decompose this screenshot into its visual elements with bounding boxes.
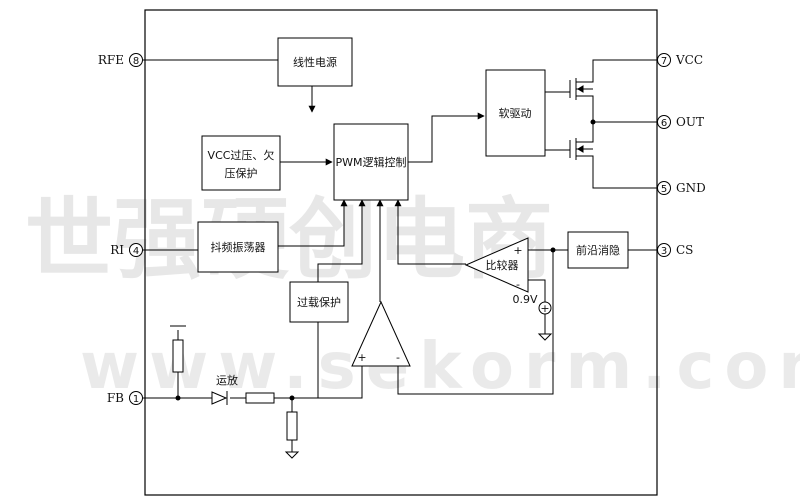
ground-symbol bbox=[284, 451, 300, 459]
junction-dot bbox=[289, 395, 295, 401]
pin-rfe-label: RFE bbox=[98, 53, 124, 67]
junction-dot bbox=[550, 247, 556, 253]
pin-rfe-number: 8 bbox=[133, 56, 139, 67]
soft-drive-label: 软驱动 bbox=[499, 106, 532, 120]
overload-protect-label: 过载保护 bbox=[297, 295, 341, 309]
pin-vcc-number: 7 bbox=[661, 56, 667, 67]
watermark-cn: 世强硬创电商 bbox=[25, 188, 553, 291]
comparator-label: 比较器 bbox=[486, 258, 519, 272]
high-side-mosfet bbox=[569, 78, 594, 100]
opamp-plus: + bbox=[357, 351, 366, 364]
junction-dot bbox=[175, 395, 181, 401]
ref-source-plus: + bbox=[540, 302, 549, 315]
ground-symbol bbox=[537, 333, 553, 341]
vcc-protect-label-1: VCC过压、欠 bbox=[208, 148, 275, 162]
pin-rfe: RFE 8 bbox=[98, 53, 143, 67]
leading-edge-blank-label: 前沿消隐 bbox=[576, 243, 620, 257]
pin-gnd-number: 5 bbox=[661, 184, 667, 195]
pin-out-label: OUT bbox=[676, 115, 704, 129]
pin-cs-number: 3 bbox=[661, 246, 667, 257]
pin-gnd-label: GND bbox=[676, 181, 706, 195]
pin-out: 6 OUT bbox=[657, 115, 704, 129]
comparator-minus: - bbox=[516, 278, 520, 291]
pin-fb-number: 1 bbox=[133, 394, 139, 405]
pwm-logic-block: PWM逻辑控制 bbox=[333, 123, 409, 201]
reference-source: + 0.9V bbox=[512, 293, 552, 315]
jitter-osc-label: 抖频振荡器 bbox=[211, 240, 266, 254]
pin-fb-label: FB bbox=[107, 391, 124, 405]
vcc-protect-block: VCC过压、欠 压保护 bbox=[201, 135, 281, 191]
pwm-logic-label: PWM逻辑控制 bbox=[335, 155, 406, 169]
opamp-text-label: 运放 bbox=[216, 373, 238, 387]
pin-vcc: 7 VCC bbox=[657, 53, 703, 67]
opamp-minus: - bbox=[396, 351, 400, 364]
pin-ri-label: RI bbox=[110, 243, 124, 257]
linear-supply-label: 线性电源 bbox=[293, 55, 337, 69]
vcc-protect-label-2: 压保护 bbox=[225, 166, 258, 180]
pin-cs: 3 CS bbox=[657, 243, 693, 257]
jitter-osc-block: 抖频振荡器 bbox=[197, 221, 279, 273]
pin-ri-number: 4 bbox=[133, 246, 139, 257]
linear-supply-block: 线性电源 bbox=[277, 37, 353, 87]
pin-ri: RI 4 bbox=[110, 243, 143, 257]
watermark-en: www.sekorm.com bbox=[80, 330, 800, 404]
divider-resistor bbox=[286, 411, 298, 441]
comparator: 比较器 + - bbox=[464, 237, 529, 293]
pullup-resistor bbox=[172, 339, 184, 373]
pin-vcc-label: VCC bbox=[675, 53, 703, 67]
pin-gnd: 5 GND bbox=[657, 181, 706, 195]
overload-protect-block: 过载保护 bbox=[289, 281, 349, 323]
junction-dot bbox=[590, 119, 596, 125]
series-resistor bbox=[245, 392, 275, 404]
leading-edge-blank-block: 前沿消隐 bbox=[567, 231, 629, 269]
opamp: + - bbox=[351, 300, 411, 367]
low-side-mosfet bbox=[569, 138, 594, 160]
vref-label: 0.9V bbox=[512, 293, 537, 306]
diode-symbol bbox=[211, 391, 228, 405]
comparator-plus: + bbox=[513, 244, 522, 257]
pin-out-number: 6 bbox=[661, 118, 667, 129]
chip-outline bbox=[144, 9, 658, 496]
pin-fb: FB 1 bbox=[107, 391, 143, 405]
pin-cs-label: CS bbox=[676, 243, 693, 257]
soft-drive-block: 软驱动 bbox=[485, 69, 546, 157]
